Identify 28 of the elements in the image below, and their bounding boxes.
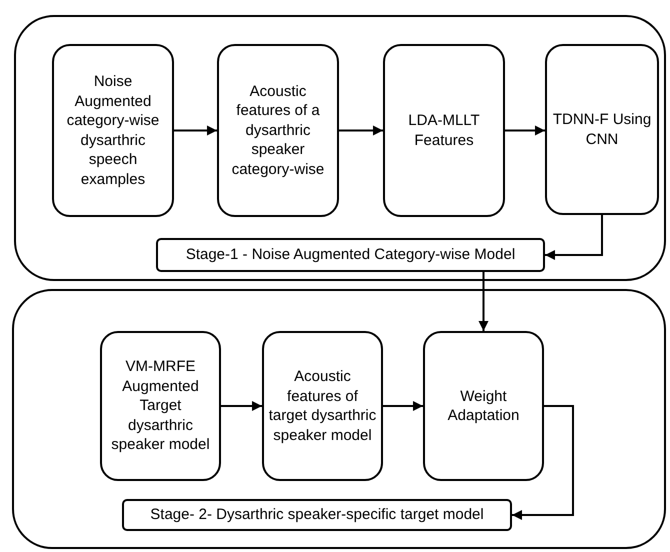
process-box bbox=[423, 331, 544, 481]
stage-panel bbox=[14, 15, 666, 281]
stage-title: Stage-1 - Noise Augmented Category-wise Model bbox=[186, 245, 516, 265]
arrow bbox=[339, 126, 383, 136]
step-text: Acoustic features of a dysarthric speaker category-wise bbox=[230, 82, 326, 180]
arrow bbox=[545, 215, 603, 260]
stage-label-box bbox=[122, 499, 512, 531]
arrow bbox=[512, 405, 574, 520]
arrow bbox=[505, 126, 545, 136]
step-text: Noise Augmented category-wise dysarthric speech examples bbox=[66, 72, 160, 189]
step-text: TDNN-F Using CNN bbox=[552, 110, 652, 149]
process-box bbox=[262, 331, 383, 481]
stage-label-box bbox=[156, 238, 545, 272]
process-box bbox=[52, 44, 174, 217]
arrow bbox=[221, 401, 262, 411]
step-text: LDA-MLLT Features bbox=[407, 111, 481, 150]
process-box bbox=[100, 331, 221, 481]
arrow bbox=[174, 126, 217, 136]
process-box bbox=[545, 44, 659, 215]
step-text: Acoustic features of target dysarthric speaker model bbox=[268, 367, 377, 445]
step-text: VM-MRFE Augmented Target dysarthric speaker model bbox=[110, 357, 211, 455]
stage-panel bbox=[12, 289, 666, 549]
arrow bbox=[478, 272, 488, 331]
process-box bbox=[383, 44, 505, 217]
process-box bbox=[217, 44, 339, 217]
stage-title: Stage- 2- Dysarthric speaker-specific target model bbox=[150, 505, 484, 525]
step-text: Weight Adaptation bbox=[446, 386, 520, 426]
arrow bbox=[383, 401, 423, 411]
